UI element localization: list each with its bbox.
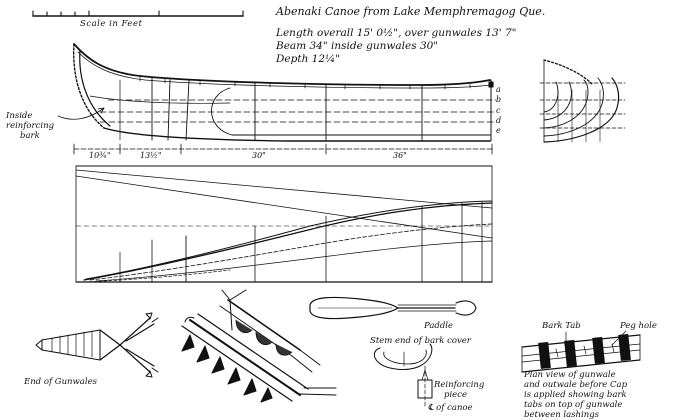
label-paddle: Paddle (424, 321, 454, 331)
scale-bar (32, 10, 244, 17)
label-bark-tab: Bark Tab (542, 321, 581, 331)
section-mark-e: e (496, 126, 501, 135)
section-mark-d: d (496, 116, 502, 125)
gunwale-plan-detail (521, 330, 641, 373)
label-stem-end: Stem end of bark cover (370, 336, 471, 346)
label-inside-reinforcing-bark: Inside reinforcing bark (6, 111, 55, 141)
label-of-canoe: ℄ of canoe (428, 403, 473, 413)
paddle-drawing (309, 296, 477, 320)
section-mark-c: c (496, 106, 501, 115)
section-mark-b: b (496, 95, 502, 104)
label-end-of-gunwales: End of Gunwales (24, 377, 97, 387)
spec-beam: Beam 34" inside gunwales 30" (276, 40, 439, 52)
label-reinforcing-piece: Reinforcing piece (434, 380, 485, 400)
label-plan-view-note: Plan view of gunwale and outwale before … (524, 370, 628, 420)
canoe-profile-view (57, 43, 497, 142)
half-breadth-view (75, 165, 493, 283)
section-mark-a: a (496, 85, 501, 94)
spec-depth: Depth 12¼" (276, 53, 341, 65)
dimension-line (73, 143, 493, 155)
dimension-3: 30" (252, 151, 266, 160)
scale-label: Scale in Feet (80, 19, 143, 29)
drawing-title: Abenaki Canoe from Lake Memphremagog Que… (276, 5, 546, 18)
body-plan-view (539, 59, 626, 143)
label-peg-hole: Peg hole (620, 321, 657, 331)
dimension-4: 36" (393, 151, 407, 160)
dimension-1: 10¾" (89, 151, 111, 160)
gunwale-end-detail (35, 312, 159, 378)
spec-length: Length overall 15' 0½", over gunwales 13… (276, 27, 517, 39)
gunwale-fold-detail (181, 289, 337, 403)
stem-end-detail (373, 343, 433, 409)
dimension-2: 13½" (140, 151, 162, 160)
